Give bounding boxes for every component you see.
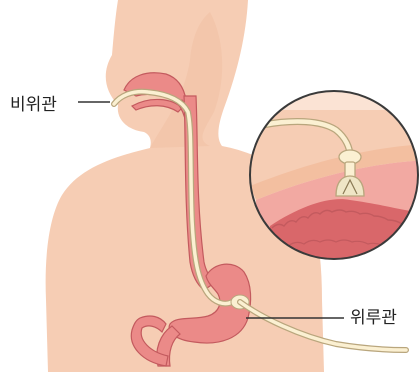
label-nasogastric-tube: 비위관 [10, 90, 57, 115]
label-gastrostomy-tube: 위루관 [350, 303, 397, 328]
